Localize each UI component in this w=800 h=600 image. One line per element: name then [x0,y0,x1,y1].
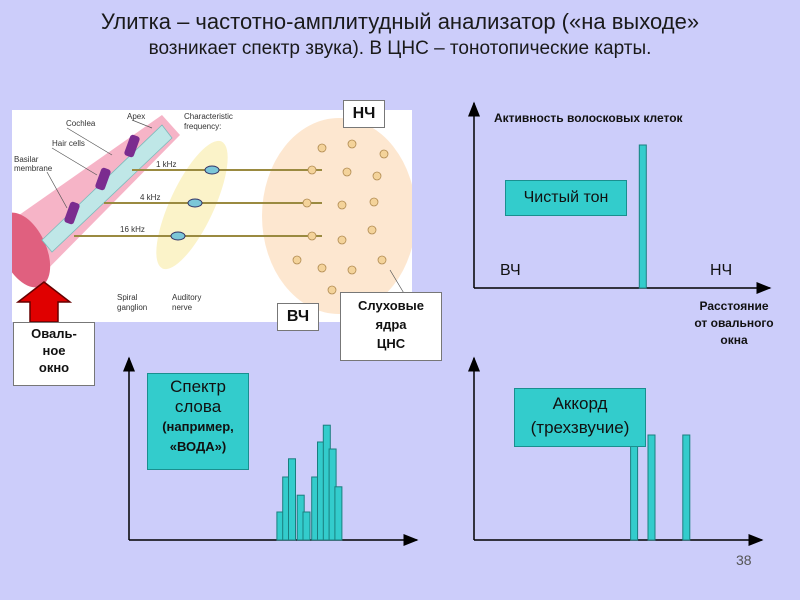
speech-label-1: Спектр [148,377,248,397]
hf-badge: ВЧ [277,303,319,331]
chord-label-1: Аккорд [515,392,645,416]
basilar-label-1: Basilar [14,155,39,164]
oval-window-arrow-icon [16,280,72,324]
pure-tone-hf-label: ВЧ [500,262,521,280]
oval-window-label: Оваль- ное окно [13,322,95,386]
pure-tone-label: Чистый тон [505,180,627,216]
xlabel-line-3: окна [668,332,800,349]
nuclei-line-1: Слуховые [341,296,441,315]
auditory-nerve-label-2: nerve [172,303,193,312]
apex-label: Apex [127,112,145,121]
xlabel-line-1: Расстояние [668,298,800,315]
freq-1khz: 1 kHz [156,160,176,169]
freq-16khz: 16 kHz [120,225,145,234]
chart-bar [631,435,638,540]
speech-label: Спектр слова (например, «ВОДА») [147,373,249,470]
ganglion-cell [205,166,219,174]
page-number: 38 [736,552,752,568]
oval-window-line-1: Оваль- [14,325,94,342]
ganglion-cell [188,199,202,207]
speech-label-2: слова [148,397,248,417]
cochlea-illustration: Apex Cochlea Hair cells Basilar membrane… [12,110,412,322]
chart-bar [303,512,310,540]
lf-badge: НЧ [343,100,385,128]
chord-label: Аккорд (трехзвучие) [514,388,646,447]
auditory-nuclei-area [262,118,412,314]
speech-label-3: (например, [148,417,248,437]
ganglion-cell [171,232,185,240]
auditory-nerve-label-1: Auditory [172,293,201,302]
chart-bar [639,145,646,288]
pure-tone-xlabel: Расстояние от овального окна [668,298,800,349]
nuclei-line-2: ядра [341,315,441,334]
spiral-ganglion-label-1: Spiral [117,293,138,302]
chart-bar [289,459,296,540]
cochlea-svg: Apex Cochlea Hair cells Basilar membrane… [12,110,412,322]
characteristic-label-2: frequency: [184,122,221,131]
characteristic-label-1: Characteristic [184,112,233,121]
spiral-ganglion-label-2: ganglion [117,303,147,312]
pure-tone-header: Активность волосковых клеток [494,111,683,125]
chord-chart [460,350,770,550]
pure-tone-lf-label: НЧ [710,262,732,280]
chart-bar [648,435,655,540]
title-line-2: возникает спектр звука). В ЦНС – тонотоп… [0,36,800,62]
xlabel-line-2: от овального [668,315,800,332]
basilar-label-2: membrane [14,164,53,173]
freq-4khz: 4 kHz [140,193,160,202]
title-line-1: Улитка – частотно-амплитудный анализатор… [0,8,800,36]
speech-label-4: «ВОДА») [148,437,248,457]
slide-title: Улитка – частотно-амплитудный анализатор… [0,8,800,62]
oval-window-line-2: ное [14,342,94,359]
chart-bar [335,487,342,540]
hair-cells-label: Hair cells [52,139,85,148]
chord-label-2: (трехзвучие) [515,416,645,440]
cochlea-label: Cochlea [66,119,96,128]
chart-bar [683,435,690,540]
oval-window-line-3: окно [14,359,94,376]
